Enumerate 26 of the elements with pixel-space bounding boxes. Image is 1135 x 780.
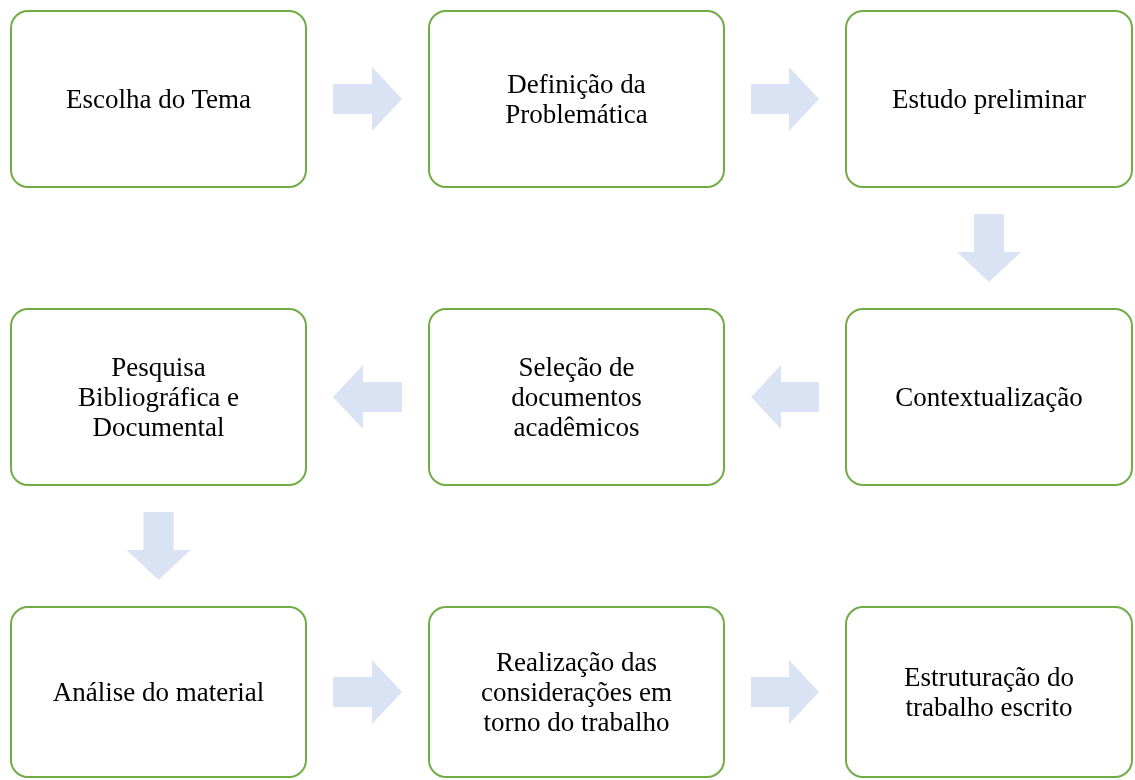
step-label: Definição da Problemática <box>504 69 649 129</box>
process-box <box>10 10 307 188</box>
step-label: Pesquisa Bibliográfica e Documental <box>76 352 241 442</box>
step-label: Contextualização <box>895 382 1083 412</box>
step-label: Estruturação do trabalho escrito <box>902 662 1076 722</box>
step-label: Realização das considerações em torno do trabalho <box>479 647 674 737</box>
step-label: Estudo preliminar <box>891 84 1087 114</box>
block-arrow <box>126 512 191 580</box>
block-arrow <box>333 67 402 131</box>
step-label: Análise do material <box>52 677 265 707</box>
step-label: Escolha do Tema <box>65 84 252 114</box>
block-arrow <box>333 660 402 724</box>
process-box <box>845 308 1133 486</box>
block-arrow <box>751 660 819 724</box>
process-box <box>10 606 307 778</box>
step-label: Seleção de documentos acadêmicos <box>510 352 643 442</box>
process-box <box>428 10 725 188</box>
process-box <box>10 308 307 486</box>
block-arrow <box>751 365 819 429</box>
block-arrow <box>751 67 819 131</box>
process-box <box>428 308 725 486</box>
block-arrow <box>333 365 402 429</box>
process-box <box>845 606 1133 778</box>
process-box <box>845 10 1133 188</box>
block-arrow <box>957 214 1021 282</box>
process-box <box>428 606 725 778</box>
